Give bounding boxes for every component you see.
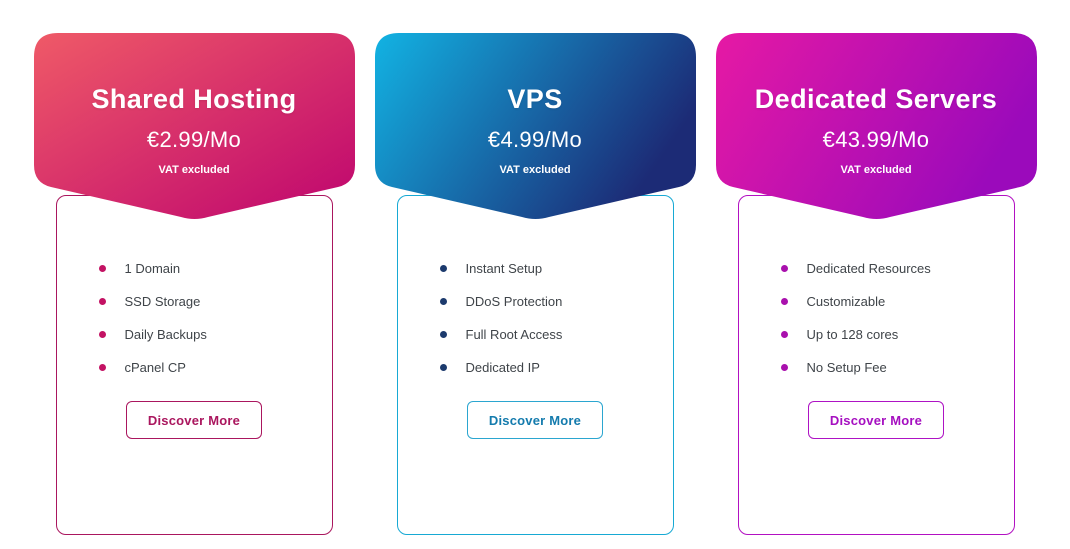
bullet-icon [780, 298, 788, 305]
discover-more-button[interactable]: Discover More [126, 401, 262, 439]
feature-label: Up to 128 cores [806, 327, 899, 342]
vat-note: VAT excluded [158, 164, 230, 176]
feature-list: Dedicated Resources Customizable Up to 1… [739, 196, 1014, 374]
header-banner-shape [374, 33, 696, 219]
pricing-cards-row: Shared Hosting €2.99/Mo VAT excluded 1 D… [33, 33, 1037, 535]
feature-item: SSD Storage [98, 294, 322, 309]
bullet-icon [439, 265, 447, 272]
plan-price: €43.99/Mo [822, 127, 930, 152]
feature-label: Customizable [806, 294, 886, 309]
feature-item: DDoS Protection [439, 294, 663, 309]
header-content: Shared Hosting €2.99/Mo VAT excluded [34, 33, 355, 176]
feature-label: Dedicated Resources [806, 261, 931, 276]
card-body: Instant Setup DDoS Protection Full Root … [396, 195, 674, 535]
feature-list: 1 Domain SSD Storage Daily Backups cPane… [57, 196, 332, 374]
feature-label: Instant Setup [465, 261, 543, 276]
feature-item: 1 Domain [98, 261, 322, 276]
vat-note: VAT excluded [499, 164, 571, 176]
header-banner-shape [715, 33, 1037, 219]
bullet-icon [98, 265, 106, 272]
card-header: Shared Hosting €2.99/Mo VAT excluded [33, 33, 355, 221]
header-content: VPS €4.99/Mo VAT excluded [375, 33, 696, 176]
header-content: Dedicated Servers €43.99/Mo VAT excluded [716, 33, 1037, 176]
feature-item: Full Root Access [439, 327, 663, 342]
bullet-icon [98, 331, 106, 338]
feature-label: 1 Domain [124, 261, 181, 276]
plan-title: VPS [507, 84, 563, 114]
header-banner-shape [33, 33, 355, 219]
feature-label: DDoS Protection [465, 294, 563, 309]
bullet-icon [780, 364, 788, 371]
bullet-icon [780, 331, 788, 338]
pricing-card-dedicated-servers: Dedicated Servers €43.99/Mo VAT excluded… [715, 33, 1037, 535]
feature-label: cPanel CP [124, 360, 186, 375]
plan-title: Shared Hosting [91, 84, 297, 114]
plan-price: €2.99/Mo [146, 127, 242, 152]
feature-label: No Setup Fee [806, 360, 887, 375]
card-header: Dedicated Servers €43.99/Mo VAT excluded [715, 33, 1037, 221]
feature-item: Dedicated Resources [780, 261, 1004, 276]
feature-item: Daily Backups [98, 327, 322, 342]
bullet-icon [439, 364, 447, 371]
feature-item: Dedicated IP [439, 360, 663, 375]
feature-label: Daily Backups [124, 327, 207, 342]
plan-price: €4.99/Mo [487, 127, 583, 152]
card-body: Dedicated Resources Customizable Up to 1… [737, 195, 1015, 535]
feature-item: Up to 128 cores [780, 327, 1004, 342]
feature-label: Dedicated IP [465, 360, 540, 375]
feature-item: No Setup Fee [780, 360, 1004, 375]
discover-more-button[interactable]: Discover More [808, 401, 944, 439]
feature-item: Instant Setup [439, 261, 663, 276]
feature-label: SSD Storage [124, 294, 201, 309]
bullet-icon [98, 364, 106, 371]
card-header: VPS €4.99/Mo VAT excluded [374, 33, 696, 221]
bullet-icon [439, 298, 447, 305]
feature-label: Full Root Access [465, 327, 563, 342]
vat-note: VAT excluded [840, 164, 912, 176]
feature-list: Instant Setup DDoS Protection Full Root … [398, 196, 673, 374]
bullet-icon [98, 298, 106, 305]
pricing-card-shared-hosting: Shared Hosting €2.99/Mo VAT excluded 1 D… [33, 33, 355, 535]
feature-item: Customizable [780, 294, 1004, 309]
plan-title: Dedicated Servers [754, 84, 998, 114]
bullet-icon [439, 331, 447, 338]
discover-more-button[interactable]: Discover More [467, 401, 603, 439]
feature-item: cPanel CP [98, 360, 322, 375]
bullet-icon [780, 265, 788, 272]
card-body: 1 Domain SSD Storage Daily Backups cPane… [55, 195, 333, 535]
pricing-card-vps: VPS €4.99/Mo VAT excluded Instant Setup … [374, 33, 696, 535]
